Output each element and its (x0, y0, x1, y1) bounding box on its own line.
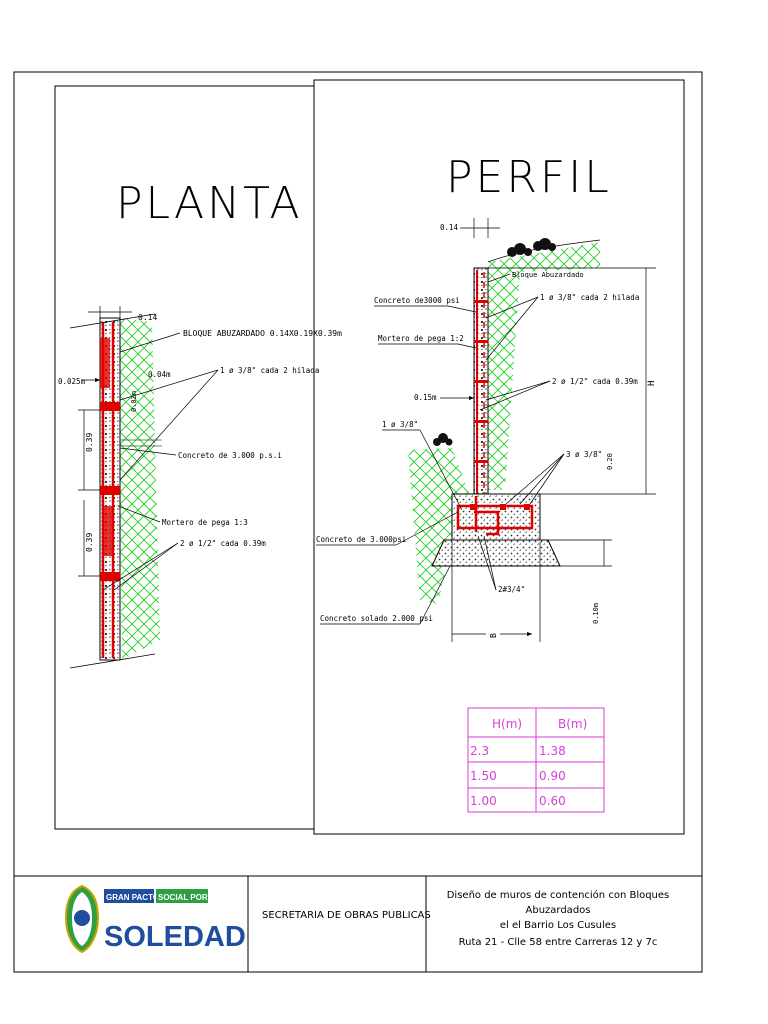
planta-mortar: Mortero de pega 1:3 (162, 518, 248, 527)
perfil-drawing: PERFIL 0.14 (316, 152, 657, 642)
soledad-logo: GRAN PACTO SOCIAL POR SOLEDAD (64, 884, 246, 956)
planta-dim-002: 0.02m (130, 391, 138, 412)
description-line: Diseño de muros de contención con Bloque… (447, 889, 670, 901)
outer-frame (13, 71, 703, 973)
perfil-concrete3000: Concreto de3000 psi (374, 296, 460, 305)
table-cell: 1.38 (539, 744, 566, 758)
perfil-rebar-38b: 1 ø 3/8" (382, 420, 418, 429)
perfil-dim-014: 0.14 (440, 223, 459, 232)
logo-text: GRAN PACTO (106, 893, 159, 902)
description-line: Abuzardados (526, 905, 591, 916)
perfil-rebar-12: 2 ø 1/2" cada 0.39m (552, 377, 638, 386)
planta-concrete: Concreto de 3.000 p.s.i (178, 451, 282, 460)
planta-drawing: PLANTA 0.14 BLOQUE ABUZARDADO 0.14X0.19X… (58, 178, 342, 669)
table-header-h: H(m) (492, 717, 522, 731)
perfil-mortar: Mortero de pega 1:2 (378, 334, 464, 343)
dimensions-table: H(m) B(m) 2.3 1.38 1.50 0.90 1.00 0.60 (467, 707, 605, 813)
perfil-rebar-38: 1 ø 3/8" cada 2 hilada (540, 293, 639, 302)
table-cell: 0.90 (539, 769, 566, 783)
department-label: SECRETARIA DE OBRAS PUBLICAS (262, 910, 431, 921)
title-block: GRAN PACTO SOCIAL POR SOLEDAD SECRETARIA… (64, 876, 670, 972)
table-cell: 1.00 (470, 794, 497, 808)
perfil-dim-015: 0.15m (414, 393, 437, 402)
perfil-title: PERFIL (446, 152, 612, 203)
logo-text: SOLEDAD (104, 921, 246, 953)
planta-title: PLANTA (116, 178, 303, 229)
perfil-dim-020: 0.20 (606, 453, 614, 470)
planta-rebar-38: 1 ø 3/8" cada 2 hilada (220, 366, 319, 375)
planta-dim-039a: 0.39 (85, 433, 94, 452)
description-line: Ruta 21 - Clle 58 entre Carreras 12 y 7c (459, 937, 658, 948)
logo-text: SOCIAL POR (158, 893, 208, 902)
table-cell: 1.50 (470, 769, 497, 783)
description-line: el el Barrio Los Cusules (500, 920, 616, 931)
perfil-solado: Concreto solado 2.000 psi (320, 614, 433, 623)
perfil-rebar-3x38: 3 ø 3/8" (566, 450, 602, 459)
planta-dim-0025: 0.025m (58, 377, 86, 386)
perfil-block-label: Bloque Abuzardado (512, 271, 584, 279)
planta-block-label: BLOQUE ABUZARDADO 0.14X0.19X0.39m (183, 329, 342, 338)
table-cell: 0.60 (539, 794, 566, 808)
perfil-H: H (647, 381, 657, 386)
perfil-dim-010: 0.10m (592, 603, 600, 624)
table-header-b: B(m) (558, 717, 587, 731)
table-cell: 2.3 (470, 744, 489, 758)
perfil-rebar-34: 2#3/4" (498, 585, 525, 594)
perfil-B: B (489, 633, 498, 638)
perfil-concrete-base: Concreto de 3.000psi (316, 535, 406, 544)
planta-rebar-12: 2 ø 1/2" cada 0.39m (180, 539, 266, 548)
planta-dim-004: 0.04m (148, 370, 171, 379)
planta-dim-039b: 0.39 (85, 533, 94, 552)
planta-dim-014: 0.14 (138, 313, 157, 322)
